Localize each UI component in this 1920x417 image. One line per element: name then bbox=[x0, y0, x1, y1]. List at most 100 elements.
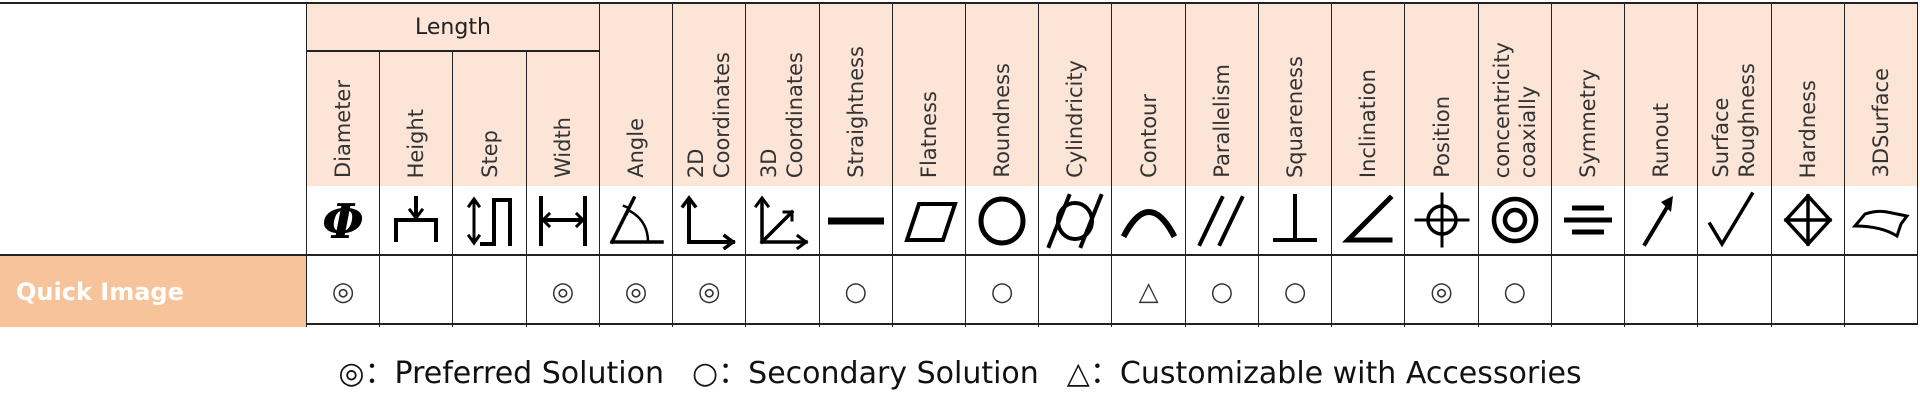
column-header-3dsurface: 3DSurface bbox=[1843, 4, 1917, 186]
icon-cell bbox=[598, 186, 673, 256]
column-header-label: Diameter bbox=[331, 79, 356, 178]
column-header-parallelism: Parallelism bbox=[1184, 4, 1258, 186]
icon-cell bbox=[891, 186, 966, 256]
column-header-label: Parallelism bbox=[1209, 64, 1234, 178]
rating-cell: △ bbox=[1111, 256, 1184, 327]
icon-cell bbox=[525, 186, 599, 256]
icon-cell bbox=[1331, 186, 1405, 256]
legend-symbol: △ bbox=[1066, 356, 1090, 391]
rating-cell bbox=[1843, 256, 1917, 327]
legend-text: ：Preferred Solution bbox=[364, 356, 664, 391]
column-header-label: 3DSurface bbox=[1868, 68, 1893, 178]
height-icon bbox=[394, 196, 439, 242]
column-header-position: Position bbox=[1404, 4, 1478, 186]
legend-symbol: ◎ bbox=[338, 356, 365, 391]
rating-cell bbox=[745, 256, 818, 327]
icon-cell bbox=[1477, 186, 1551, 256]
icon-cell bbox=[1257, 186, 1332, 256]
icon-cell bbox=[672, 186, 746, 256]
rating-cell: ◎ bbox=[1404, 256, 1477, 327]
column-header-symmetry: Symmetry bbox=[1550, 4, 1625, 186]
parallelism-icon bbox=[1197, 195, 1245, 247]
icon-cell bbox=[1111, 186, 1185, 256]
legend-symbol: ○ bbox=[691, 356, 719, 391]
column-header-step: Step bbox=[452, 52, 526, 186]
column-header-label: Runout bbox=[1649, 103, 1674, 178]
runout-icon bbox=[1642, 196, 1674, 247]
icon-cell: Φ bbox=[306, 186, 380, 256]
rating-cell: ◎ bbox=[306, 256, 379, 327]
rating-cell: ◎ bbox=[598, 256, 672, 327]
contour-icon bbox=[1120, 209, 1177, 239]
column-header-inclination: Inclination bbox=[1331, 4, 1405, 186]
column-header-label: Straightness bbox=[843, 46, 868, 178]
rating-cell bbox=[1624, 256, 1697, 327]
rating-cell: ○ bbox=[1184, 256, 1258, 327]
column-header-label: Surface Roughness bbox=[1709, 63, 1760, 178]
rating-cell bbox=[379, 256, 452, 327]
step-icon bbox=[466, 196, 512, 246]
column-header-label: Flatness bbox=[916, 90, 941, 178]
rating-cell: ○ bbox=[1477, 256, 1551, 327]
straightness-icon bbox=[827, 217, 884, 225]
icon-cell bbox=[452, 186, 526, 256]
icon-cell bbox=[1843, 186, 1917, 256]
angle-icon bbox=[609, 195, 664, 245]
squareness-icon bbox=[1273, 194, 1318, 242]
rating-cell bbox=[1331, 256, 1404, 327]
surface-roughness-icon bbox=[1708, 191, 1755, 248]
rating-cell bbox=[1550, 256, 1624, 327]
column-header-label: Position bbox=[1429, 96, 1454, 178]
column-header-label: Angle bbox=[624, 118, 649, 178]
3d-coordinates-icon bbox=[754, 195, 809, 250]
column-header-label: Contour bbox=[1136, 94, 1161, 178]
column-header-label: Symmetry bbox=[1575, 69, 1600, 178]
column-header-label: Squareness bbox=[1283, 55, 1308, 178]
concentricity-icon bbox=[1491, 196, 1538, 244]
rating-cell bbox=[1697, 256, 1770, 327]
column-header-concentricity-coaxially: concentricity coaxially bbox=[1477, 4, 1551, 186]
legend-text: ：Customizable with Accessories bbox=[1089, 356, 1582, 391]
column-header-label: 2D Coordinates bbox=[684, 51, 735, 178]
diameter-icon: Φ bbox=[322, 194, 364, 250]
icon-cell bbox=[1038, 186, 1112, 256]
column-header-label: Roundness bbox=[990, 63, 1015, 178]
column-header-cylindricity: Cylindricity bbox=[1038, 4, 1112, 186]
column-header-angle: Angle bbox=[598, 4, 673, 186]
symmetry-icon bbox=[1563, 205, 1612, 235]
icon-cell bbox=[1550, 186, 1625, 256]
legend-item: ◎：Preferred Solution bbox=[338, 356, 664, 391]
3dsurface-icon bbox=[1851, 209, 1910, 239]
icon-cell bbox=[818, 186, 892, 256]
column-header-diameter: Diameter bbox=[306, 52, 380, 186]
rating-cell bbox=[891, 256, 965, 327]
corner-cell bbox=[0, 4, 306, 256]
column-header-label: Height bbox=[404, 108, 429, 178]
column-header-2d-coordinates: 2D Coordinates bbox=[672, 4, 746, 186]
rating-cell bbox=[452, 256, 525, 327]
column-header-contour: Contour bbox=[1111, 4, 1185, 186]
2d-coordinates-icon bbox=[680, 195, 737, 250]
column-header-width: Width bbox=[525, 52, 599, 186]
icon-cell bbox=[745, 186, 819, 256]
flatness-icon bbox=[904, 202, 958, 242]
column-header-label: Width bbox=[550, 116, 575, 178]
rating-cell: ○ bbox=[965, 256, 1038, 327]
column-header-roundness: Roundness bbox=[965, 4, 1039, 186]
hardness-icon bbox=[1783, 193, 1833, 247]
column-header-surface-roughness: Surface Roughness bbox=[1697, 4, 1771, 186]
width-icon bbox=[538, 196, 587, 246]
legend-item: △：Customizable with Accessories bbox=[1067, 356, 1582, 391]
rating-cell bbox=[1038, 256, 1111, 327]
svg-text:Φ: Φ bbox=[322, 194, 364, 250]
icon-cell bbox=[965, 186, 1039, 256]
column-header-label: Inclination bbox=[1356, 68, 1381, 178]
row-label-quick-image: Quick Image bbox=[0, 256, 306, 327]
position-icon bbox=[1414, 192, 1470, 248]
icon-cell bbox=[1770, 186, 1844, 256]
column-header-flatness: Flatness bbox=[891, 4, 966, 186]
icon-cell bbox=[379, 186, 453, 256]
icon-cell bbox=[1697, 186, 1771, 256]
column-header-hardness: Hardness bbox=[1770, 4, 1844, 186]
